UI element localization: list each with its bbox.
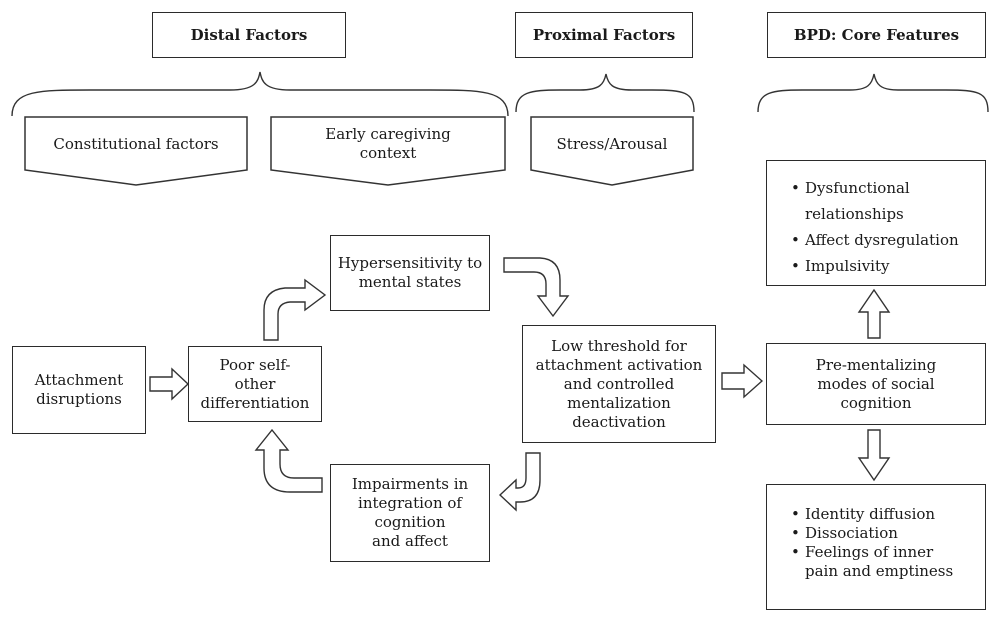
header-bpd-core-features: BPD: Core Features [767,12,986,58]
tab-early-caregiving-context: Early caregiving context [270,116,506,186]
curved-arrow-down-left-icon [498,452,541,512]
curved-arrow-up-right-icon [263,278,327,341]
brace-bpd [757,73,989,113]
arrow-right-icon [149,367,190,401]
arrow-up-icon [857,288,891,339]
feature-item: Identity diffusion [789,505,975,524]
tab-label: Constitutional factors [53,134,219,153]
feature-item: Feelings of inner pain and emptiness [789,543,975,581]
arrow-down-icon [857,429,891,482]
feature-item: Dissociation [789,524,975,543]
header-proximal-factors: Proximal Factors [515,12,693,58]
core-features-top-box: Dysfunctional relationships Affect dysre… [766,160,986,286]
tab-constitutional-factors: Constitutional factors [24,116,248,186]
tab-shape [24,116,248,186]
arrow-right-icon [721,363,764,399]
feature-item: Impulsivity [789,253,975,279]
node-low-threshold: Low threshold for attachment activation … [522,325,716,443]
header-distal-factors: Distal Factors [152,12,346,58]
brace-proximal [515,73,695,113]
tab-label: Early caregiving context [325,125,451,162]
node-pre-mentalizing: Pre-mentalizing modes of social cognitio… [766,343,986,425]
feature-item: Dysfunctional relationships [789,175,975,227]
node-poor-self-other-differentiation: Poor self- other differentiation [188,346,322,422]
tab-stress-arousal: Stress/Arousal [530,116,694,186]
tab-label: Stress/Arousal [556,134,668,153]
curved-arrow-left-up-icon [254,428,323,493]
curved-arrow-right-down-icon [503,257,570,318]
tab-shape [270,116,506,186]
node-attachment-disruptions: Attachment disruptions [12,346,146,434]
brace-distal [11,71,509,117]
node-hypersensitivity: Hypersensitivity to mental states [330,235,490,311]
feature-item: Affect dysregulation [789,227,975,253]
tab-shape [530,116,694,186]
core-features-bottom-box: Identity diffusion Dissociation Feelings… [766,484,986,610]
node-impairments: Impairments in integration of cognition … [330,464,490,562]
